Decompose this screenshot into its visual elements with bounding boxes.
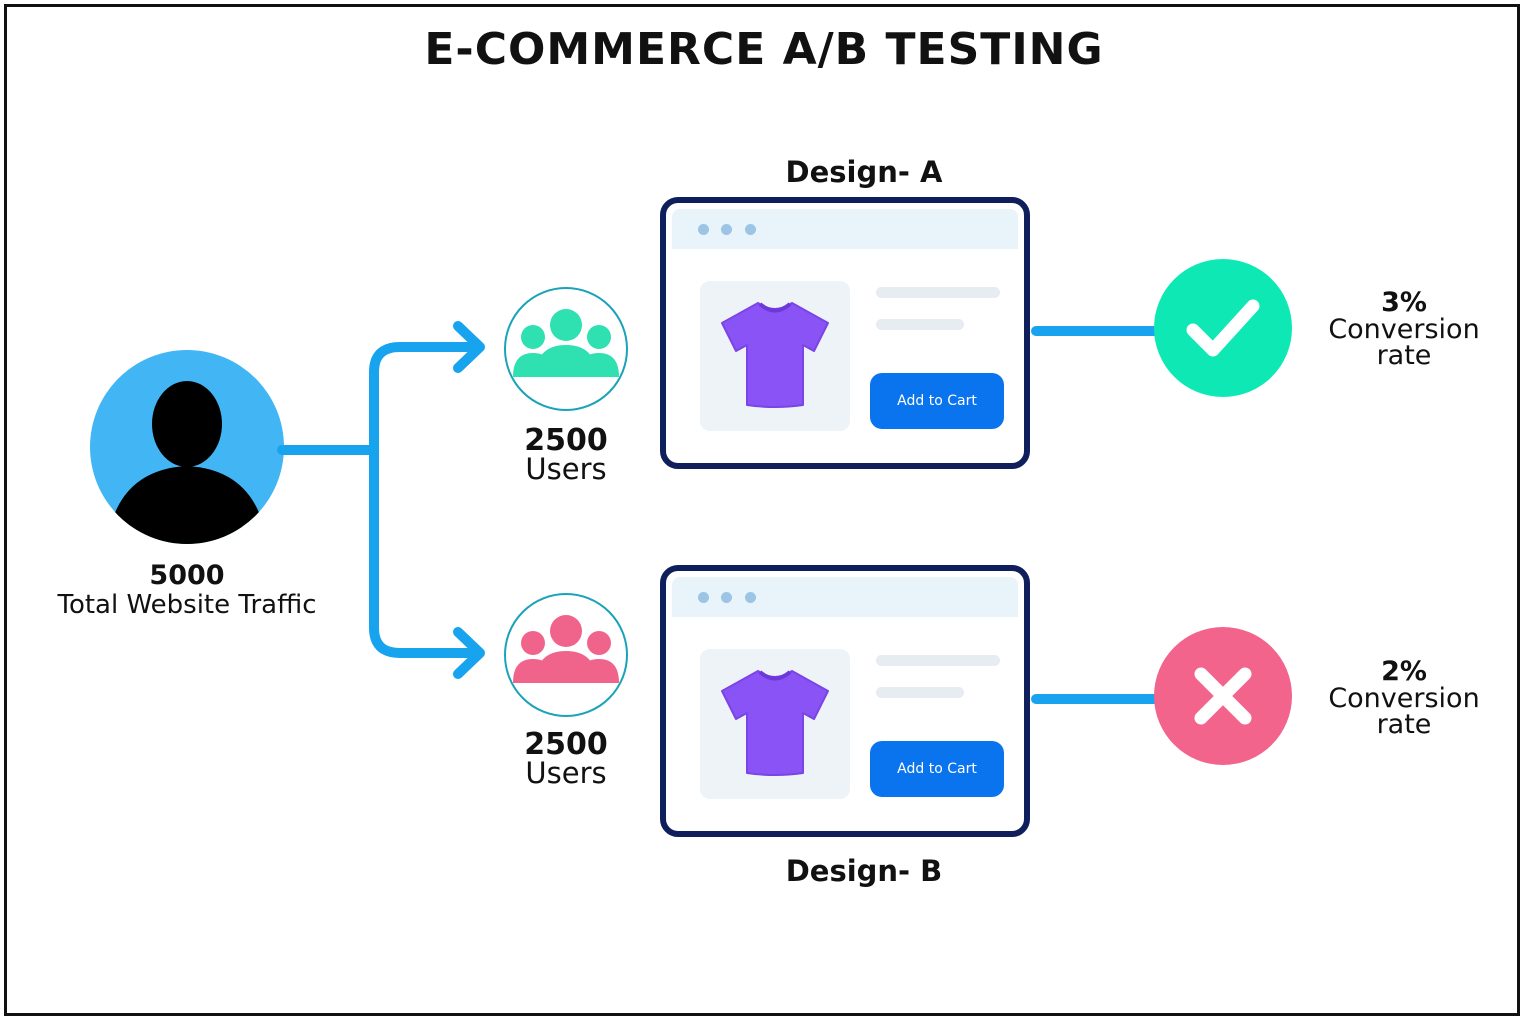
result-b-badge xyxy=(1154,627,1292,765)
split-connectors xyxy=(277,321,1161,704)
text-placeholder-line xyxy=(876,287,1000,298)
window-dot-icon xyxy=(745,224,756,235)
diagram-title: E-COMMERCE A/B TESTING xyxy=(424,24,1104,75)
design-a-window: Add to Cart xyxy=(660,197,1030,469)
text-placeholder-line xyxy=(876,655,1000,666)
window-dot-icon xyxy=(721,592,732,603)
result-a-badge xyxy=(1154,259,1292,397)
group-a-count: 2500 xyxy=(524,423,608,458)
total-traffic-avatar xyxy=(90,350,284,544)
window-dot-icon xyxy=(698,592,709,603)
add-to-cart-button[interactable]: Add to Cart xyxy=(870,373,1004,429)
arrow-head-top xyxy=(453,321,485,373)
browser-titlebar xyxy=(672,577,1018,617)
check-icon xyxy=(1186,299,1260,357)
group-a-label: Users xyxy=(525,452,607,486)
total-traffic-count: 5000 xyxy=(149,560,225,591)
tshirt-icon xyxy=(721,670,829,776)
window-dot-icon xyxy=(698,224,709,235)
result-b-label-line1: Conversion xyxy=(1328,683,1480,714)
users-group-a xyxy=(504,287,628,411)
add-to-cart-button[interactable]: Add to Cart xyxy=(870,741,1004,797)
arrow-head-bottom xyxy=(453,627,485,679)
users-group-icon xyxy=(513,309,619,377)
design-b-window: Add to Cart xyxy=(660,565,1030,837)
users-group-b xyxy=(504,593,628,717)
text-placeholder-line xyxy=(876,319,964,330)
result-a-value: 3% xyxy=(1381,287,1427,318)
person-head-icon xyxy=(152,381,222,467)
total-traffic-label: Total Website Traffic xyxy=(57,590,317,620)
group-b-label: Users xyxy=(525,756,607,790)
browser-titlebar xyxy=(672,209,1018,249)
window-dot-icon xyxy=(745,592,756,603)
window-dot-icon xyxy=(721,224,732,235)
result-a-label-line1: Conversion xyxy=(1328,314,1480,345)
product-image xyxy=(700,281,850,431)
text-placeholder-line xyxy=(876,687,964,698)
product-image xyxy=(700,649,850,799)
design-b-title: Design- B xyxy=(785,854,943,888)
group-b-count: 2500 xyxy=(524,727,608,762)
result-b-value: 2% xyxy=(1381,656,1427,687)
result-b-label-line2: rate xyxy=(1376,709,1432,740)
result-a-label-line2: rate xyxy=(1376,340,1432,371)
tshirt-icon xyxy=(721,302,829,408)
design-a-title: Design- A xyxy=(785,155,943,189)
close-icon xyxy=(1194,667,1252,725)
users-group-icon xyxy=(513,615,619,683)
